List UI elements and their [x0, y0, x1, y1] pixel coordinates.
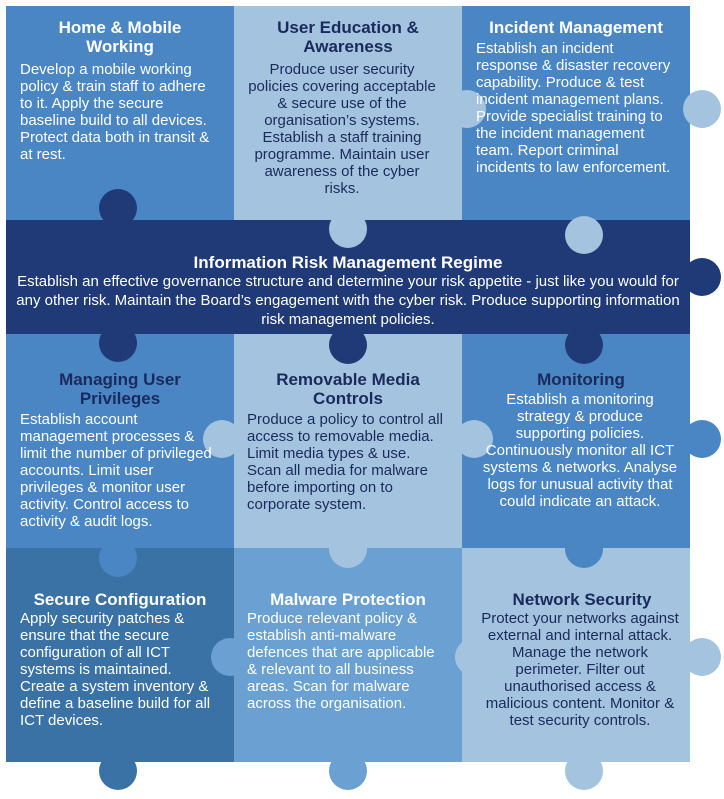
- puzzle-knob: [683, 258, 721, 296]
- puzzle-knob: [565, 216, 603, 254]
- puzzle-knob: [211, 638, 249, 676]
- puzzle-knob: [329, 210, 367, 248]
- puzzle-knob: [329, 752, 367, 790]
- piece-monitoring: [462, 334, 690, 548]
- tile-body-removable-media: Produce a policy to control all access t…: [247, 411, 443, 513]
- tile-title-managing-user-privileges: Managing User Privileges: [59, 370, 181, 408]
- tile-title-network-security: Network Security: [512, 590, 652, 609]
- tile-body-monitoring: Establish a monitoring strategy & produc…: [482, 391, 678, 510]
- piece-malware-protection: [234, 548, 462, 762]
- puzzle-knob: [565, 530, 603, 568]
- piece-secure-configuration: [6, 548, 234, 762]
- tile-body-malware-protection: Produce relevant policy & establish anti…: [247, 610, 435, 712]
- tile-body-user-education: Produce user security policies covering …: [248, 61, 436, 197]
- tile-title-incident-management: Incident Management: [489, 18, 663, 37]
- tile-title-removable-media: Removable Media Controls: [276, 370, 420, 408]
- piece-managing-user-privileges: [6, 334, 234, 548]
- tile-title-secure-configuration: Secure Configuration: [33, 590, 207, 609]
- tile-body-network-security: Protect your networks against external a…: [481, 610, 679, 729]
- tile-title-malware-protection: Malware Protection: [270, 590, 426, 609]
- puzzle-knob: [99, 752, 137, 790]
- piece-user-education: [234, 6, 462, 220]
- tile-body-secure-configuration: Apply security patches & ensure that the…: [20, 610, 211, 729]
- puzzle-knob: [683, 638, 721, 676]
- tile-title-monitoring: Monitoring: [537, 370, 625, 389]
- puzzle-knob: [565, 752, 603, 790]
- tile-body-home-mobile-working: Develop a mobile working policy & train …: [20, 61, 210, 163]
- tile-body-incident-management: Establish an incident response & disaste…: [476, 40, 671, 176]
- puzzle-knob: [329, 326, 367, 364]
- puzzle-knob: [683, 420, 721, 458]
- puzzle-knob: [455, 420, 493, 458]
- band-body: Establish an effective governance struct…: [16, 273, 680, 328]
- puzzle-knob: [99, 189, 137, 227]
- piece-network-security: [462, 548, 690, 762]
- tile-title-user-education: User Education & Awareness: [277, 18, 419, 56]
- puzzle-knob: [683, 90, 721, 128]
- tile-title-home-mobile-working: Home & Mobile Working: [58, 18, 182, 56]
- puzzle-knob: [99, 324, 137, 362]
- puzzle-knob: [329, 530, 367, 568]
- piece-removable-media: [234, 334, 462, 548]
- band-title: Information Risk Management Regime: [193, 253, 503, 272]
- puzzle-knob: [99, 539, 137, 577]
- piece-home-mobile-working: [6, 6, 234, 220]
- piece-incident-management: [462, 6, 690, 220]
- puzzle-knob: [565, 326, 603, 364]
- tile-body-managing-user-privileges: Establish account management processes &…: [20, 411, 212, 530]
- puzzle-knob: [203, 420, 241, 458]
- puzzle-knob: [455, 638, 493, 676]
- puzzle-knob: [448, 90, 486, 128]
